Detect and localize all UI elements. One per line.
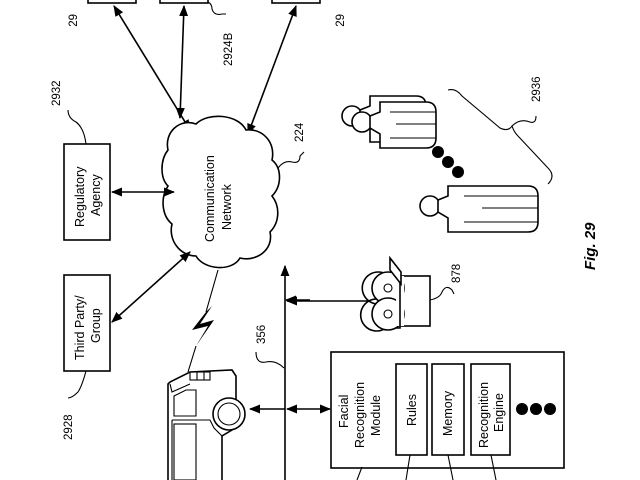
- arrow-cloud-topleft: [113, 5, 191, 131]
- leader-2924b: [207, 1, 226, 15]
- arrow-cloud-topright: [247, 4, 297, 136]
- leader-878: [429, 286, 455, 301]
- top-box-middle: [159, 0, 209, 4]
- top-box-middle-ref: 2924B: [223, 32, 235, 66]
- figure-label: Fig. 29: [582, 222, 599, 270]
- third-party-group-label-1: Third Party/: [73, 295, 87, 360]
- recognition-engine-label-2: Engine: [492, 393, 506, 432]
- communication-network-label-1: Communication: [203, 155, 217, 242]
- regulatory-agency-box: [63, 143, 111, 241]
- vehicle-icon: [167, 369, 246, 480]
- top-box-left: [87, 0, 137, 4]
- arrow-thirdparty-network: [111, 251, 191, 323]
- top-box-right: [271, 0, 321, 4]
- recognition-engine-label-1: Recognition: [477, 382, 491, 448]
- memory-label: Memory: [441, 390, 455, 436]
- regulatory-agency-label-1: Regulatory: [73, 166, 87, 227]
- leader-2928: [67, 370, 87, 399]
- leader-356: [255, 351, 285, 369]
- frm-label-3: Module: [369, 395, 383, 436]
- third-party-group-box: [63, 274, 111, 372]
- communication-network-label-2: Network: [220, 183, 234, 230]
- memory-box: [431, 363, 465, 456]
- ellipsis-dots-icon: [516, 403, 556, 415]
- bus-ref: 356: [256, 325, 268, 344]
- camera-icon: [359, 255, 431, 332]
- frm-connector-lines: [356, 454, 497, 480]
- third-party-group-label-2: Group: [89, 308, 103, 343]
- communication-network-cloud: [161, 115, 281, 269]
- regulatory-agency-label-2: Agency: [89, 174, 103, 216]
- rules-label: Rules: [405, 394, 419, 426]
- people-group-icon: [341, 89, 553, 233]
- wireless-link-icon: [187, 269, 219, 373]
- top-box-left-ref: 29: [68, 14, 80, 27]
- regulatory-agency-ref: 2932: [51, 80, 63, 106]
- leader-2932: [67, 109, 87, 145]
- leader-2936: [511, 115, 537, 127]
- camera-ref: 878: [451, 264, 463, 283]
- recognition-engine-box: [470, 363, 511, 456]
- rules-box: [395, 363, 428, 456]
- leader-224: [277, 151, 305, 169]
- communication-network-ref: 224: [294, 122, 306, 142]
- top-box-right-ref: 29: [335, 14, 347, 27]
- frm-label-1: Facial: [337, 395, 351, 428]
- third-party-group-ref: 2928: [63, 414, 75, 440]
- frm-label-2: Recognition: [353, 382, 367, 448]
- arrow-cloud-topmiddle: [175, 4, 189, 120]
- people-group-ref: 2936: [531, 76, 543, 102]
